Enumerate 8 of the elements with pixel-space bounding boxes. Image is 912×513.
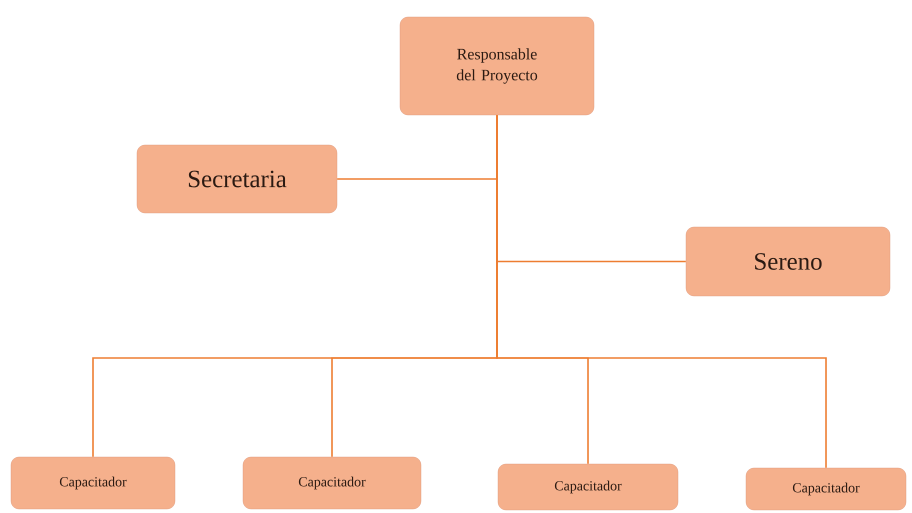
org-box: Capacitador	[746, 468, 906, 510]
org-box: Responsable del Proyecto	[400, 16, 594, 116]
connector-line	[496, 115, 827, 468]
org-box: Capacitador	[242, 456, 422, 510]
org-box: Capacitador	[498, 464, 678, 510]
org-box: Capacitador	[10, 456, 176, 510]
org-box: Secretaria	[136, 144, 338, 214]
org-box: Sereno	[686, 226, 890, 296]
